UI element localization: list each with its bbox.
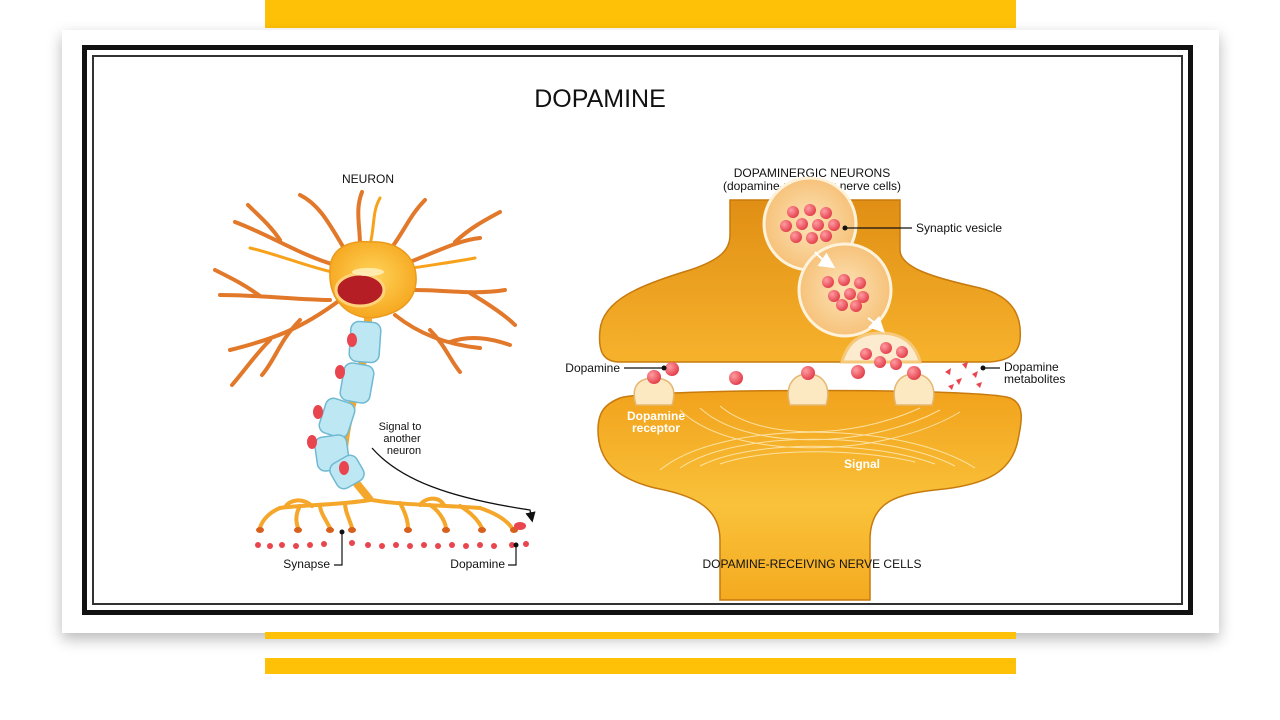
- cleft-dopamine: [647, 342, 921, 385]
- vesicle-arrow-2: [867, 315, 885, 333]
- vesicle-arrow-1: [814, 251, 836, 269]
- signal-label-line1: Signal to: [379, 421, 422, 433]
- synapse-dopamine-label: Dopamine: [565, 361, 620, 375]
- neuron-illustration: NEURON: [213, 172, 536, 571]
- synapse-illustration: DOPAMINERGIC NEURONS (dopamine-producing…: [565, 166, 1065, 601]
- neuron-heading: NEURON: [342, 172, 394, 186]
- diagram-title: DOPAMINE: [534, 85, 666, 113]
- schwann-cell-nuclei: [307, 333, 357, 475]
- bottom-accent-bar: [265, 658, 1016, 674]
- dopamine-receptors: [633, 373, 935, 406]
- dopamine-leader-line: [508, 545, 517, 566]
- middle-accent-bar: [265, 632, 1016, 639]
- signal-arrow: [371, 447, 536, 523]
- top-accent-bar: [265, 0, 1016, 28]
- receptor-label-line2: receptor: [632, 421, 680, 435]
- signal-label-line2: another: [383, 433, 421, 445]
- synapse-leader-line: [334, 532, 343, 566]
- postsynaptic-signal-label: Signal: [844, 457, 880, 471]
- diagram-inner-border: [92, 55, 1183, 605]
- dopamine-metabolites: [945, 362, 982, 390]
- metabolites-label-line2: metabolites: [1004, 372, 1065, 386]
- receiving-cells-label: DOPAMINE-RECEIVING NERVE CELLS: [703, 557, 922, 571]
- signal-waves: [659, 405, 976, 471]
- signal-label-line3: neuron: [387, 445, 421, 457]
- neuron-dopamine-label: Dopamine: [450, 557, 505, 571]
- synaptic-vesicle-2: [797, 242, 893, 338]
- synaptic-knobs: [256, 522, 526, 533]
- postsynaptic-cell: [597, 389, 1022, 601]
- axon-terminals: [258, 496, 514, 530]
- metabolites-label-line1: Dopamine: [1004, 360, 1059, 374]
- nucleus: [334, 272, 386, 308]
- receptor-label-line1: Dopamine: [627, 409, 685, 423]
- synapse-label: Synapse: [283, 557, 330, 571]
- cell-body-highlight: [352, 268, 384, 276]
- synaptic-vesicle-label: Synaptic vesicle: [916, 221, 1002, 235]
- synapse-heading-line1: DOPAMINERGIC NEURONS: [734, 166, 890, 180]
- released-dopamine: [255, 540, 529, 549]
